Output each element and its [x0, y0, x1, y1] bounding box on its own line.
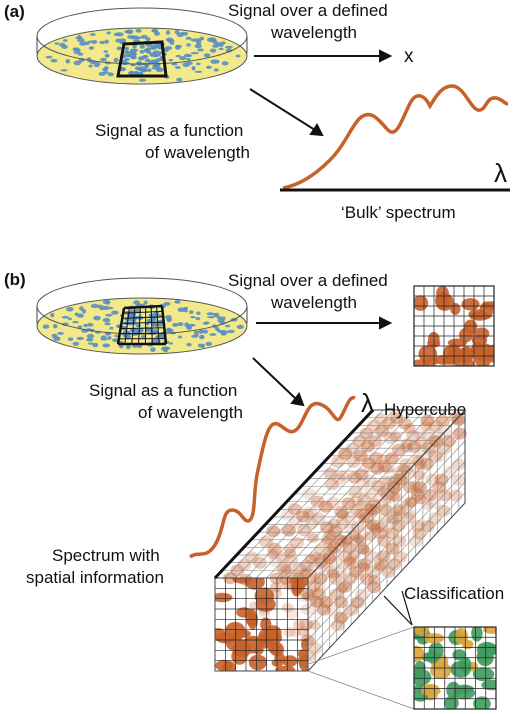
signal-defined-b-line1: Signal over a defined — [228, 271, 388, 290]
petri-dish-a — [36, 7, 248, 85]
hypercube — [213, 408, 467, 672]
lambda-b: λ — [361, 388, 374, 418]
pixel-spectrum-curve — [188, 395, 356, 559]
wavelength-axis — [213, 408, 375, 580]
classification-label: Classification — [404, 584, 505, 603]
signal-defined-a-line1: Signal over a defined — [228, 1, 388, 20]
selection-region-a — [116, 40, 168, 78]
lambda-a: λ — [494, 158, 507, 188]
panel-label-b: (b) — [4, 270, 26, 289]
x-symbol: x — [404, 46, 414, 67]
spectrum-spatial-line2: spatial information — [26, 568, 164, 587]
signal-function-a-line2: of wavelength — [145, 143, 250, 162]
intensity-map — [413, 285, 495, 367]
classification-map — [299, 590, 497, 710]
bulk-spectrum-label: ‘Bulk’ spectrum — [341, 203, 456, 222]
arrows-a — [249, 49, 393, 137]
colonies-a — [45, 28, 241, 82]
spectrum-spatial-line1: Spectrum with — [52, 546, 160, 565]
signal-function-a-line1: Signal as a function — [95, 121, 244, 140]
selection-grid-b — [116, 304, 168, 346]
signal-defined-b-line2: wavelength — [271, 293, 358, 312]
signal-defined-a-line2: wavelength — [271, 23, 358, 42]
panel-label-a: (a) — [4, 2, 25, 21]
signal-function-b-line2: of wavelength — [138, 403, 243, 422]
hypercube-label: Hypercube — [384, 400, 467, 419]
arrows-b — [252, 316, 393, 407]
bulk-spectrum-curve — [282, 84, 509, 190]
petri-dish-b — [36, 277, 248, 355]
signal-function-b-line1: Signal as a function — [89, 381, 238, 400]
